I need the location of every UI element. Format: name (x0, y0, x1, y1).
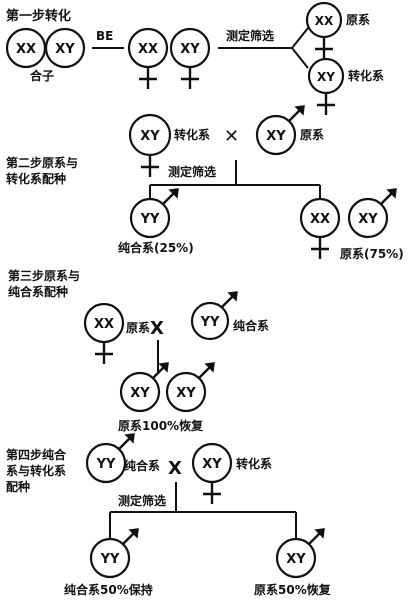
svg-text:XY: XY (130, 386, 150, 401)
step2-title-line1: 第二步原系与 (6, 155, 78, 170)
svg-text:XX: XX (315, 14, 334, 28)
step4-parent-transformed: XY (191, 442, 233, 506)
step1-original-label: 原系 (346, 12, 370, 27)
svg-text:XX: XX (16, 42, 36, 57)
svg-text:YY: YY (140, 212, 160, 227)
step4-title-line1: 第四步纯合 (6, 447, 67, 462)
svg-text:XY: XY (55, 42, 75, 57)
step1-result-transformed: XY (307, 57, 345, 117)
step4-homozygous-label: 纯合系50%保持 (64, 582, 153, 597)
step1-transformed-label: 转化系 (348, 68, 384, 83)
step4-result-homozygous: YY (89, 527, 140, 579)
step3-result-xy-1: XY (119, 361, 170, 413)
step3-parent-b-label: 纯合系 (233, 318, 269, 333)
svg-text:XY: XY (266, 129, 286, 144)
svg-text:YY: YY (96, 457, 116, 472)
step2-parent-a-label: 转化系 (174, 127, 210, 142)
step2-parent-original: XY (255, 104, 306, 156)
svg-text:XY: XY (180, 42, 200, 57)
svg-text:XY: XY (140, 129, 160, 144)
step2-result-original-xx: XX (299, 197, 341, 261)
step4-original-label: 原系50%恢复 (254, 582, 332, 597)
svg-text:XY: XY (176, 386, 196, 401)
step2-parent-b-label: 原系 (300, 127, 324, 142)
step1-offspring-xx: XX (127, 27, 169, 91)
step4-parent-homozygous: YY (85, 432, 136, 484)
svg-text:XX: XX (138, 42, 158, 57)
step4-cross-symbol: X (168, 458, 182, 479)
step4-parent-b-label: 转化系 (236, 456, 272, 471)
svg-text:YY: YY (100, 552, 120, 567)
step3-parent-original: XX (83, 302, 125, 366)
step1-offspring-xy: XY (169, 27, 211, 91)
step1-result-original: XX (305, 1, 343, 61)
svg-text:XY: XY (202, 457, 222, 472)
step2-title-line2: 转化系配种 (6, 171, 66, 186)
step1-zygote-xy: XY (44, 27, 86, 69)
step4-title-line2: 系与转化系 (6, 463, 66, 478)
step2-original-label: 原系(75%) (340, 246, 404, 261)
step1-zygote-label: 合子 (30, 68, 54, 83)
step3-parent-a-label: 原系 (126, 320, 150, 335)
svg-text:XY: XY (317, 70, 335, 84)
step2-homozygous-label: 纯合系(25%) (118, 240, 194, 255)
step2-screen-label: 测定筛选 (168, 164, 216, 179)
step4-screen-label: 测定筛选 (118, 493, 166, 508)
step1-screen-label: 测定筛选 (226, 28, 274, 43)
step3-result-label: 原系100%恢复 (118, 418, 204, 433)
step4-title-line3: 配种 (6, 479, 30, 494)
step1-zygote-xx: XX (5, 27, 47, 69)
svg-text:XX: XX (310, 212, 330, 227)
svg-text:XY: XY (358, 212, 378, 227)
step4-parent-a-label: 纯合系 (124, 458, 160, 473)
step3-title-line1: 第三步原系与 (8, 268, 80, 283)
svg-text:XY: XY (286, 552, 306, 567)
step3-result-xy-2: XY (165, 361, 216, 413)
step4-result-original: XY (275, 527, 326, 579)
step3-title-line2: 纯合系配种 (8, 284, 68, 299)
svg-text:XX: XX (94, 317, 114, 332)
svg-text:YY: YY (200, 315, 220, 330)
step2-cross-symbol: ✕ (224, 126, 239, 147)
step1-title: 第一步转化 (6, 8, 71, 24)
step2-parent-transformed: XY (128, 113, 172, 179)
step1-be-label: BE (96, 29, 113, 43)
step2-result-homozygous: YY (129, 187, 180, 239)
step3-parent-homozygous: YY (190, 290, 239, 341)
step3-cross-symbol: X (150, 318, 164, 339)
step2-result-original-xy: XY (347, 187, 398, 239)
